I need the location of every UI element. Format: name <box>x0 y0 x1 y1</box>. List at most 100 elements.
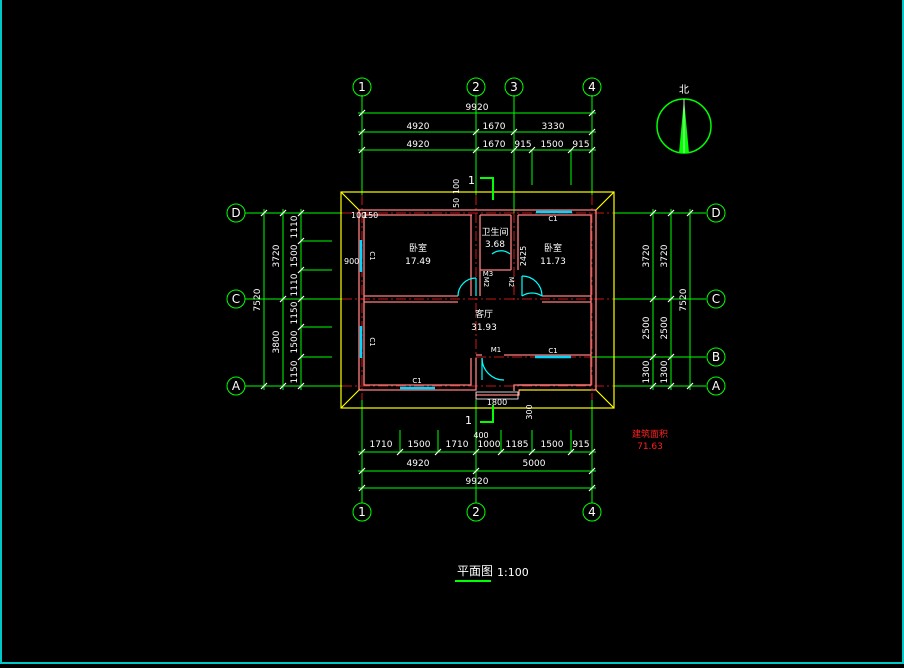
top-dim-3-e: 915 <box>572 140 589 150</box>
tag-c1-top: C1 <box>548 215 557 223</box>
left-dim-inner-e: 1500 <box>290 330 300 353</box>
tag-c1-right: C1 <box>548 347 557 355</box>
room-bathroom-name: 卫生间 <box>481 226 508 238</box>
dim-2425: 2425 <box>519 246 528 266</box>
left-dim-outer-a: 3720 <box>272 244 282 267</box>
building-area-value: 71.63 <box>637 442 663 452</box>
axis-labels: 1 2 3 4 1 2 4 D C A D C B A <box>231 80 721 519</box>
section-mark-bottom <box>480 405 494 423</box>
room-living-name: 客厅 <box>475 308 493 320</box>
right-dimension-ticks <box>649 209 694 390</box>
top-dim-2-a: 4920 <box>407 122 430 132</box>
axis-left-a: A <box>232 379 241 393</box>
doors <box>457 250 543 381</box>
dim-150: 150 <box>363 211 378 220</box>
tag-m3: M3 <box>483 270 494 278</box>
left-dim-total: 7520 <box>253 288 263 311</box>
dim-400: 400 <box>473 431 488 440</box>
axis-top-2: 2 <box>472 80 480 94</box>
axis-right-a: A <box>712 379 721 393</box>
bottom-dim-1-d: 1000 <box>478 440 501 450</box>
left-dim-outer-b: 3800 <box>272 330 282 353</box>
top-dim-3-d: 1500 <box>541 140 564 150</box>
drawing-title: 平面图 <box>457 564 493 578</box>
building-area-label: 建筑面积 <box>632 428 668 440</box>
tag-m1: M1 <box>491 346 502 354</box>
section-mark-top <box>480 177 494 200</box>
right-dim-outer-b: 2500 <box>660 316 670 339</box>
top-dimension-ticks <box>358 109 596 154</box>
room-living-area: 31.93 <box>471 323 497 333</box>
bottom-dim-2-b: 5000 <box>523 459 546 469</box>
top-dim-3-a: 4920 <box>407 140 430 150</box>
right-dim-inner-b: 2500 <box>642 316 652 339</box>
room-bedroom2-area: 11.73 <box>540 257 566 267</box>
axis-bubbles <box>226 77 726 522</box>
left-dim-inner-b: 1500 <box>290 244 300 267</box>
right-dim-inner-c: 1300 <box>642 360 652 383</box>
bottom-dim-1-f: 1500 <box>541 440 564 450</box>
dim-1800: 1800 <box>487 398 507 407</box>
left-dim-inner-d: 1150 <box>290 301 300 324</box>
left-dimension-ticks <box>260 209 305 390</box>
tag-m2-right: M2 <box>507 277 515 288</box>
north-label: 北 <box>679 84 689 96</box>
right-dim-total: 7520 <box>679 288 689 311</box>
top-dim-3-c: 915 <box>514 140 531 150</box>
top-dim-3-b: 1670 <box>483 140 506 150</box>
top-dim-2-c: 3330 <box>542 122 565 132</box>
dim-900: 900 <box>344 257 359 266</box>
section-label-bottom: 1 <box>465 414 472 427</box>
bottom-dim-total: 9920 <box>466 477 489 487</box>
bottom-dim-1-c: 1710 <box>446 440 469 450</box>
north-arrow-icon <box>656 98 712 154</box>
tag-c1-left-bottom: C1 <box>368 337 376 346</box>
windows <box>359 210 572 390</box>
top-dimension-lines <box>358 112 596 185</box>
bottom-dim-1-e: 1185 <box>506 440 529 450</box>
left-dim-inner-c: 1110 <box>290 273 300 296</box>
room-bathroom-area: 3.68 <box>485 240 505 250</box>
section-label-top: 1 <box>468 174 475 187</box>
bottom-dim-2-a: 4920 <box>407 459 430 469</box>
right-dim-outer-c: 1300 <box>660 360 670 383</box>
axis-top-4: 4 <box>588 80 596 94</box>
tag-c1-left-top: C1 <box>368 251 376 260</box>
axis-bottom-1: 1 <box>358 505 366 519</box>
walls <box>358 209 597 396</box>
tag-m2-left: M2 <box>482 277 490 288</box>
axis-right-c: C <box>712 292 720 306</box>
top-dim-total: 9920 <box>466 103 489 113</box>
bottom-dimension-lines <box>358 430 596 489</box>
top-dim-2-b: 1670 <box>483 122 506 132</box>
left-dim-inner-f: 1150 <box>290 360 300 383</box>
room-bedroom1-area: 17.49 <box>405 257 431 267</box>
tag-c1-bottom: C1 <box>412 377 421 385</box>
axis-top-1: 1 <box>358 80 366 94</box>
roof-outline <box>340 191 615 409</box>
right-dim-inner-a: 3720 <box>642 244 652 267</box>
dim-50: 50 <box>452 198 461 208</box>
axis-right-b: B <box>712 350 720 364</box>
right-dim-outer-a: 3720 <box>660 244 670 267</box>
room-bedroom2-name: 卧室 <box>544 242 562 254</box>
bottom-dim-1-g: 915 <box>572 440 589 450</box>
drawing-scale: 1:100 <box>497 566 529 579</box>
left-dim-inner-a: 1110 <box>290 215 300 238</box>
entrance-step <box>475 391 519 400</box>
dim-300: 300 <box>525 404 534 419</box>
axis-bottom-4: 4 <box>588 505 596 519</box>
axis-left-c: C <box>232 292 240 306</box>
bottom-dimension-ticks <box>358 448 596 492</box>
dim-100-top: 100 <box>452 179 461 194</box>
axis-grid <box>342 195 614 400</box>
axis-top-3: 3 <box>510 80 518 94</box>
room-bedroom1-name: 卧室 <box>409 242 427 254</box>
axis-right-d: D <box>711 206 720 220</box>
axis-extension-lines <box>245 95 706 503</box>
bottom-dim-1-a: 1710 <box>370 440 393 450</box>
axis-bottom-2: 2 <box>472 505 480 519</box>
axis-left-d: D <box>231 206 240 220</box>
